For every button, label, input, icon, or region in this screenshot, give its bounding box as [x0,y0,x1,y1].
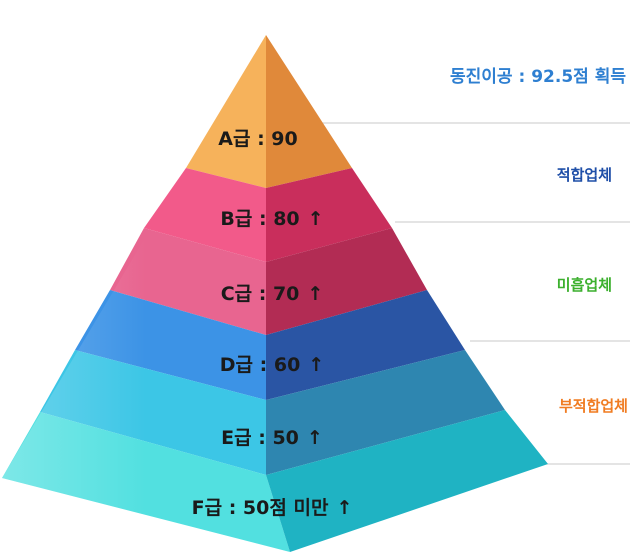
tier-c-label: C급 : 70↑ [221,283,324,305]
divider-lines [320,122,630,465]
pyramid-highlight [2,35,290,552]
tier-labels: A급 : 90 B급 : 80↑ C급 : 70↑ D급 : 60↑ E급 : … [192,128,353,519]
category-label-unsuitable: 부적합업체 [559,397,628,415]
pyramid [2,35,548,552]
tier-e-label: E급 : 50↑ [221,427,323,449]
tier-b-right-face [266,168,392,262]
tier-b-label: B급 : 80↑ [220,208,323,230]
tier-a-label: A급 : 90 [218,128,297,150]
tier-e-right-face [266,350,505,475]
category-label-insufficient: 미흡업체 [557,276,612,294]
tier-a-right-face [266,35,352,188]
tier-f-right-face [266,410,548,552]
tier-c-right-face [266,228,427,335]
tier-d-label: D급 : 60↑ [220,354,324,376]
headline: 동진이공 : 92.5점 획득 [450,67,626,87]
tier-f-label: F급 : 50점 미만↑ [192,497,353,519]
category-label-suitable: 적합업체 [557,166,612,184]
tier-d-right-face [266,290,465,400]
